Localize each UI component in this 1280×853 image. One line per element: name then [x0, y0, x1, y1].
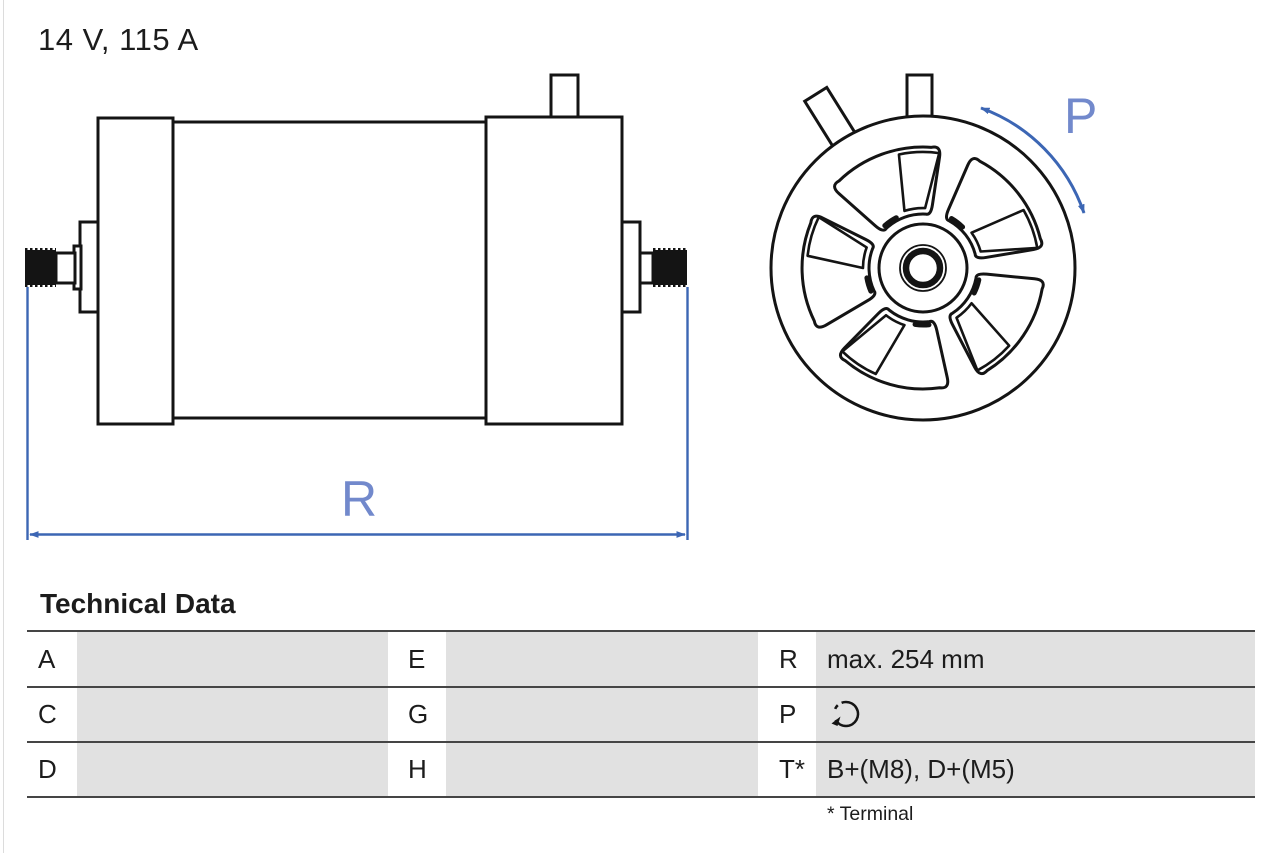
param-key-r: R: [758, 632, 816, 686]
left-shaft: [25, 220, 100, 314]
param-key-h: H: [388, 743, 446, 796]
param-value-p: [816, 688, 1255, 741]
page-title: 14 V, 115 A: [38, 22, 199, 57]
table-row: C G P: [27, 688, 1255, 743]
main-housing: [171, 120, 488, 420]
param-value-a: [77, 632, 388, 686]
param-key-g: G: [388, 688, 446, 741]
terminal-tab: [549, 73, 580, 121]
pulley-tab-vertical: [905, 73, 934, 123]
technical-drawing: R P: [25, 73, 1097, 540]
pulley-front-view: [769, 73, 1077, 422]
right-shaft: [620, 220, 687, 314]
terminal-footnote: * Terminal: [827, 803, 914, 825]
rotation-arc-icon: [980, 106, 1086, 214]
rotation-label-p: P: [1064, 88, 1097, 144]
param-key-a: A: [27, 632, 77, 686]
table-row: A E R max. 254 mm: [27, 632, 1255, 688]
rotation-arrow-p: P: [980, 88, 1097, 214]
param-value-e: [446, 632, 758, 686]
param-value-t: B+(M8), D+(M5): [816, 743, 1255, 796]
param-value-r: max. 254 mm: [816, 632, 1255, 686]
technical-data-table: A E R max. 254 mm C G P D H: [27, 630, 1255, 798]
alternator-side-view: [25, 73, 687, 426]
technical-data-heading: Technical Data: [40, 588, 236, 619]
param-value-c: [77, 688, 388, 741]
param-key-t: T*: [758, 743, 816, 796]
page-edge-line: [3, 0, 4, 853]
dimension-r: R: [26, 287, 689, 540]
dimension-label-r: R: [341, 471, 377, 527]
rotation-direction-icon: [831, 700, 860, 727]
param-key-c: C: [27, 688, 77, 741]
param-value-g: [446, 688, 758, 741]
table-row: D H T* B+(M8), D+(M5): [27, 743, 1255, 798]
right-end-block: [484, 115, 624, 426]
param-key-d: D: [27, 743, 77, 796]
pulley-bore-ring: [902, 247, 944, 289]
pulley-hub: [877, 222, 969, 314]
left-end-flange: [96, 116, 175, 426]
param-key-e: E: [388, 632, 446, 686]
param-value-h: [446, 743, 758, 796]
param-value-d: [77, 743, 388, 796]
param-key-p: P: [758, 688, 816, 741]
